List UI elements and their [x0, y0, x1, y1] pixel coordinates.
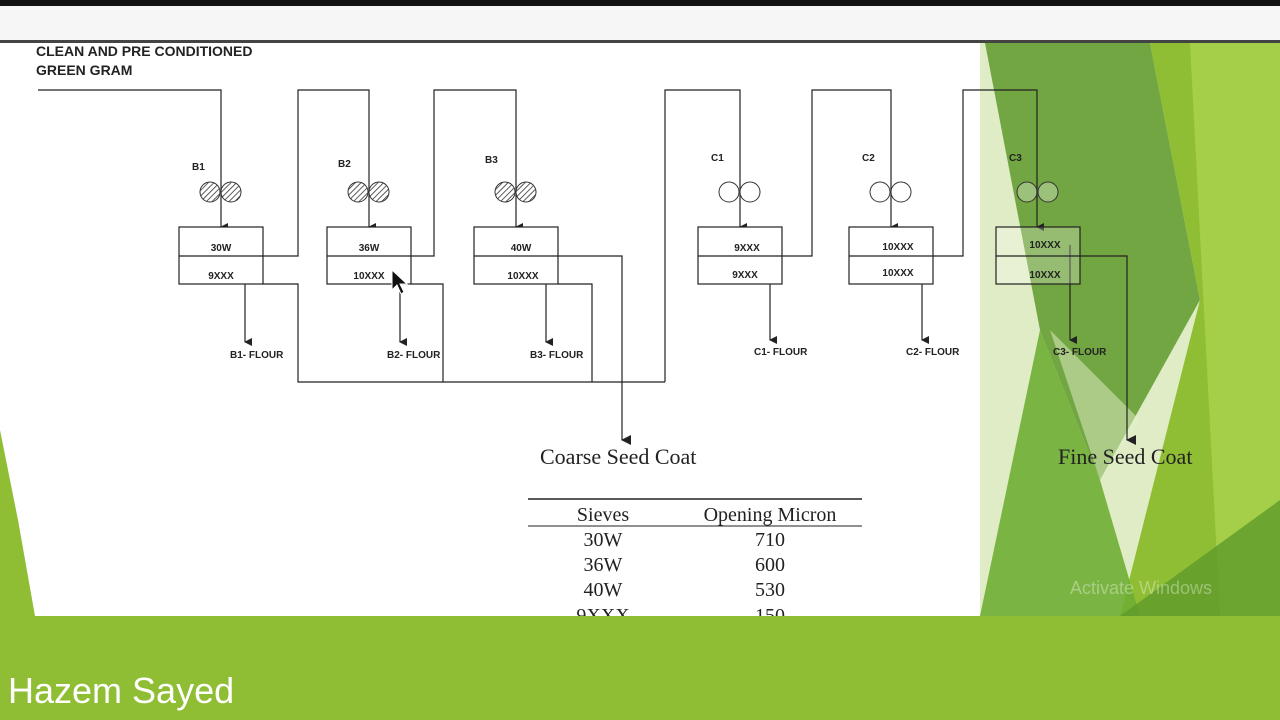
coarse-seed-coat-label: Coarse Seed Coat — [540, 444, 696, 469]
top-sieve-label: 30W — [211, 243, 232, 254]
activate-windows-watermark: Activate Windows — [1070, 578, 1212, 598]
flour-label: B2- FLOUR — [387, 350, 441, 361]
table-row: 40W 530 — [584, 579, 785, 601]
top-sieve-label: 36W — [359, 243, 380, 254]
top-sieve-label: 40W — [511, 243, 532, 254]
roll-circle — [890, 181, 912, 203]
bottom-sieve-label: 9XXX — [732, 270, 758, 281]
table-cell-sieve: 30W — [584, 529, 623, 551]
clean-roll-c3: C3 10XXX 10XXX C3- FLOUR — [995, 153, 1107, 358]
table-cell-sieve: 36W — [584, 554, 623, 576]
presenter-name: Hazem Sayed — [8, 670, 235, 711]
roll-circle — [869, 181, 891, 203]
bottom-sieve-label: 10XXX — [353, 271, 384, 282]
bottom-sieve-label: 10XXX — [882, 268, 913, 279]
roll-label: B2 — [338, 159, 351, 170]
slide: CLEAN AND PRE CONDITIONED GREEN GRAM — [0, 40, 1280, 616]
roll-circle — [1037, 181, 1059, 203]
roll-label: B3 — [485, 155, 498, 166]
flour-label: C3- FLOUR — [1053, 347, 1107, 358]
slide-top-edge — [0, 40, 1280, 43]
table-row: 9XXX 150 — [576, 605, 785, 616]
roll-circle — [718, 181, 740, 203]
table-cell-micron: 600 — [755, 554, 785, 576]
clean-roll-c1: C1 9XXX 9XXX C1- FLOUR — [697, 153, 808, 358]
roll-circle — [739, 181, 761, 203]
diagram-title-line2: GREEN GRAM — [36, 62, 132, 78]
bottom-sieve-label: 10XXX — [507, 271, 538, 282]
table-header-opening: Opening Micron — [704, 504, 837, 526]
roll-circle — [220, 181, 242, 203]
fine-seed-coat-label: Fine Seed Coat — [1058, 444, 1192, 469]
top-sieve-label: 10XXX — [882, 242, 913, 253]
roll-circle — [1016, 181, 1038, 203]
top-sieve-label: 10XXX — [1029, 240, 1060, 251]
break-roll-b1: B1 30W 9XXX B1- FLOUR — [178, 162, 284, 361]
roll-circle — [347, 181, 369, 203]
window-top-strip — [0, 6, 1280, 40]
presenter-banner — [0, 616, 1280, 720]
table-row: 36W 600 — [584, 554, 785, 576]
flour-label: C1- FLOUR — [754, 347, 808, 358]
bottom-sieve-label: 10XXX — [1029, 270, 1060, 281]
table-header-sieves: Sieves — [577, 504, 629, 526]
break-roll-b3: B3 40W 10XXX B3- FLOUR — [473, 155, 584, 361]
mouse-cursor-icon — [391, 268, 409, 295]
roll-circle — [199, 181, 221, 203]
top-sieve-label: 9XXX — [734, 243, 760, 254]
roll-circle — [494, 181, 516, 203]
clean-roll-c2: C2 10XXX 10XXX C2- FLOUR — [848, 153, 960, 358]
roll-circle — [515, 181, 537, 203]
milling-flow-diagram: CLEAN AND PRE CONDITIONED GREEN GRAM — [0, 43, 1280, 616]
table-cell-sieve: 9XXX — [576, 605, 630, 616]
flour-label: C2- FLOUR — [906, 347, 960, 358]
break-roll-b2: B2 36W 10XXX B2- FLOUR — [326, 159, 441, 361]
flour-label: B3- FLOUR — [530, 350, 584, 361]
flour-label: B1- FLOUR — [230, 350, 284, 361]
table-cell-micron: 150 — [755, 605, 785, 616]
roll-label: C3 — [1009, 153, 1022, 164]
table-cell-micron: 710 — [755, 529, 785, 551]
diagram-title-line1: CLEAN AND PRE CONDITIONED — [36, 43, 253, 59]
window-top-border — [0, 0, 1280, 6]
roll-circle — [368, 181, 390, 203]
table-row: 30W 710 — [584, 529, 785, 551]
sieve-table: Sieves Opening Micron 30W 710 36W 600 40… — [528, 498, 862, 616]
green-decoration — [980, 43, 1280, 616]
table-cell-micron: 530 — [755, 579, 785, 601]
left-green-slice — [0, 430, 35, 616]
roll-label: C1 — [711, 153, 724, 164]
roll-label: B1 — [192, 162, 205, 173]
bottom-sieve-label: 9XXX — [208, 271, 234, 282]
table-cell-sieve: 40W — [584, 579, 623, 601]
roll-label: C2 — [862, 153, 875, 164]
